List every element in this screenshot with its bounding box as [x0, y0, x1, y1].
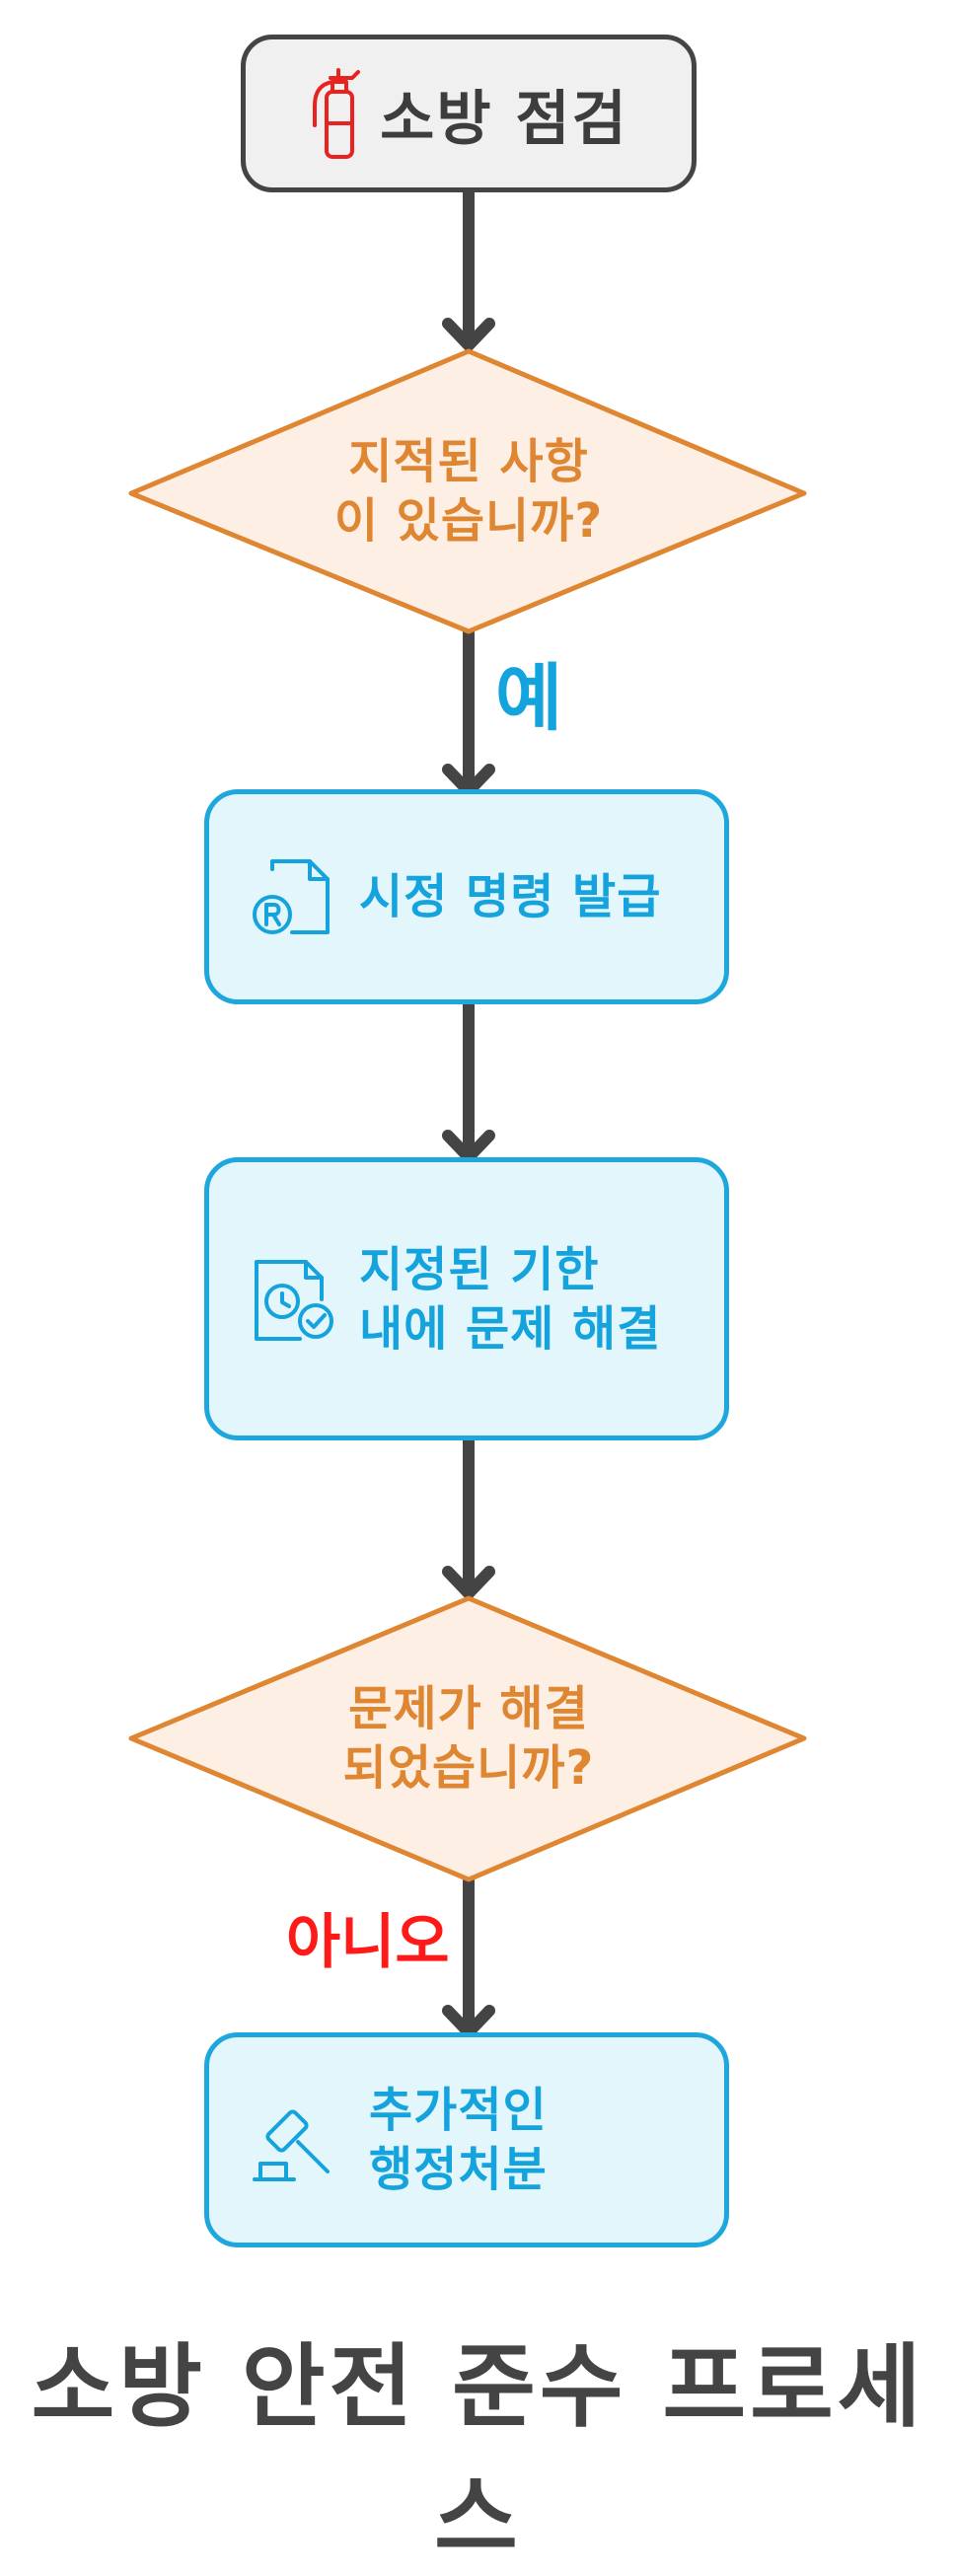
decision-1-label: 지적된 사항 이 있습니까?: [333, 434, 604, 549]
yes-edge-label: 예: [495, 656, 563, 741]
process-2-label: 지정된 기한 내에 문제 해결: [359, 1241, 662, 1357]
start-node: 소방 점검: [241, 35, 697, 192]
process-3-label: 추가적인 행정처분: [369, 2083, 548, 2197]
process-node-1: 시정 명령 발급: [204, 789, 729, 1004]
flowchart-canvas: 소방 점검 지적된 사항 이 있습니까? 예 시정 명령 발급: [32, 35, 920, 2571]
gavel-icon: [253, 2109, 330, 2181]
decision-diamond-1: [128, 348, 807, 634]
process-node-2: 지정된 기한 내에 문제 해결: [204, 1157, 729, 1440]
fire-extinguisher-icon: [313, 68, 361, 159]
decision-2-label: 문제가 해결 되었습니까?: [342, 1681, 595, 1796]
flowchart-connectors: [128, 186, 807, 2038]
diagram-title: 소방 안전 준수 프로세스: [31, 2334, 925, 2571]
arrowhead-4: [442, 1566, 495, 1599]
start-node-label: 소방 점검: [380, 84, 628, 154]
arrowhead-1: [442, 318, 495, 351]
no-edge-label: 아니오: [286, 1908, 450, 1977]
document-clock-check-icon: [255, 1259, 333, 1341]
process-1-label: 시정 명령 발급: [359, 869, 662, 924]
process-node-3: 추가적인 행정처분: [204, 2032, 729, 2247]
decision-diamond-2: [128, 1595, 807, 1882]
registered-document-icon: [253, 859, 330, 934]
